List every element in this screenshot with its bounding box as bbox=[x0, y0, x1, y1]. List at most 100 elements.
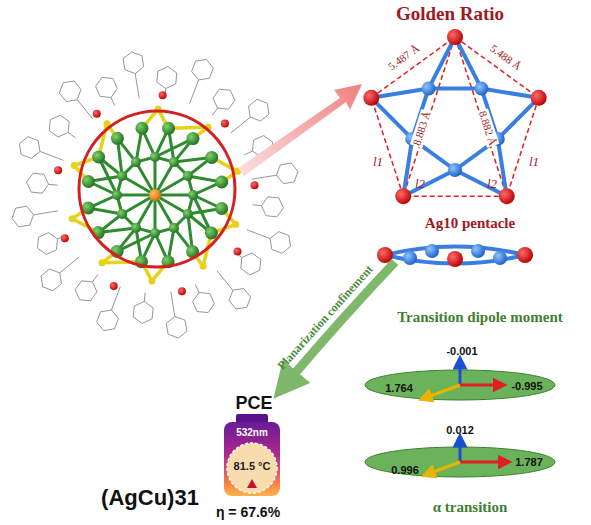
ag-bond bbox=[403, 139, 412, 196]
phenyl-ring bbox=[97, 310, 119, 331]
label: α transition bbox=[433, 499, 508, 516]
oxygen-atom bbox=[61, 234, 69, 242]
ag-atom bbox=[517, 247, 533, 263]
ag-bond bbox=[371, 89, 428, 98]
dashed-diagonal bbox=[403, 37, 455, 196]
oxygen-atom bbox=[54, 166, 62, 174]
phenyl-ring bbox=[19, 137, 40, 159]
metal-atom bbox=[215, 175, 228, 188]
ligand-bond bbox=[111, 97, 115, 105]
phenyl-ring bbox=[157, 67, 177, 89]
oxygen-atom bbox=[159, 91, 167, 99]
core-atom bbox=[149, 189, 161, 201]
ag-atom bbox=[403, 251, 417, 265]
phenyl-ring bbox=[96, 77, 118, 97]
metal-atom bbox=[117, 209, 127, 219]
metal-atom bbox=[111, 132, 124, 145]
oxygen-atom bbox=[251, 181, 259, 189]
pce-vial bbox=[224, 414, 280, 496]
ag-bond bbox=[498, 139, 507, 196]
ligand-bond bbox=[252, 175, 277, 179]
ligand-bond bbox=[190, 80, 199, 103]
phenyl-ring bbox=[49, 115, 69, 137]
ag-atom bbox=[499, 188, 515, 204]
metal-atom bbox=[183, 171, 193, 181]
sulfur-atom bbox=[69, 215, 76, 222]
phenyl-ring bbox=[213, 89, 235, 109]
phenyl-ring bbox=[193, 293, 215, 313]
phenyl-ring bbox=[75, 281, 97, 301]
phenyl-ring bbox=[12, 206, 34, 227]
label: 0.012 bbox=[446, 424, 474, 437]
ligand-bond bbox=[135, 74, 139, 99]
ag-atom bbox=[531, 90, 547, 106]
label: l2 bbox=[487, 177, 497, 192]
vial-body bbox=[224, 422, 280, 496]
ag-bond bbox=[429, 87, 482, 91]
y-component-arrow bbox=[428, 462, 460, 474]
phenyl-ring bbox=[41, 269, 62, 291]
label: -0.995 bbox=[511, 380, 542, 393]
label: PCE bbox=[235, 393, 272, 414]
phenyl-ring bbox=[123, 52, 144, 74]
ligand-bond bbox=[231, 117, 250, 133]
label: 1.764 bbox=[385, 382, 413, 395]
metal-atom bbox=[131, 157, 141, 167]
ligand-bond bbox=[49, 184, 58, 186]
ag-atom bbox=[395, 188, 411, 204]
metal-atom bbox=[205, 226, 218, 239]
phenyl-ring bbox=[133, 302, 153, 324]
label: Ag10 pentacle bbox=[425, 215, 515, 232]
ag-atom bbox=[471, 244, 485, 258]
sulfur-atom bbox=[232, 221, 239, 228]
z-component-arrow bbox=[459, 362, 462, 385]
phenyl-ring bbox=[249, 99, 270, 121]
phenyl-ring bbox=[59, 81, 81, 102]
ag-atom bbox=[474, 82, 488, 96]
metal-atom bbox=[92, 151, 105, 164]
y-component-arrow bbox=[425, 385, 460, 398]
pentacle-model bbox=[363, 29, 546, 204]
ligand-bond bbox=[68, 133, 75, 138]
dashed-edge bbox=[403, 195, 506, 197]
phenyl-ring bbox=[262, 197, 284, 217]
side-view-model bbox=[377, 244, 533, 267]
dipole-model bbox=[365, 362, 555, 477]
label: 8.883 Å bbox=[410, 108, 434, 148]
oxygen-atom bbox=[234, 247, 242, 255]
label: 8.882 Å bbox=[476, 108, 500, 148]
oxygen-atom bbox=[221, 120, 229, 128]
ag-bond bbox=[455, 37, 481, 89]
ligand-bond bbox=[195, 284, 199, 292]
metal-atom bbox=[135, 122, 148, 135]
phenyl-ring bbox=[241, 253, 261, 275]
label: 1.787 bbox=[515, 456, 543, 469]
label: (AgCu)31 bbox=[101, 485, 199, 510]
ligand-bond bbox=[60, 257, 79, 273]
metal-atom bbox=[215, 202, 228, 215]
ag-bond bbox=[403, 170, 455, 196]
x-component-arrow bbox=[460, 461, 505, 464]
phenyl-ring bbox=[37, 233, 57, 255]
metal-atom bbox=[169, 157, 179, 167]
label: l2 bbox=[415, 177, 425, 192]
ligand-bond bbox=[40, 151, 63, 160]
sulfur-atom bbox=[98, 259, 105, 266]
phenyl-ring bbox=[166, 316, 187, 338]
ag-atom bbox=[493, 251, 507, 265]
sulfur-atom bbox=[148, 277, 155, 284]
label: Planarization confinement bbox=[275, 263, 376, 373]
label: 532nm bbox=[236, 427, 268, 439]
metal-atom bbox=[82, 175, 95, 188]
phenyl-ring bbox=[276, 163, 298, 184]
phenyl-ring bbox=[229, 289, 251, 310]
sulfur-atom bbox=[200, 263, 207, 270]
label: 5.487 Å bbox=[385, 41, 423, 73]
heat-triangle bbox=[247, 479, 257, 488]
label: Transition dipole moment bbox=[397, 309, 563, 326]
metal-atom bbox=[183, 209, 193, 219]
ag-bond bbox=[371, 98, 412, 139]
label: l1 bbox=[373, 155, 383, 170]
